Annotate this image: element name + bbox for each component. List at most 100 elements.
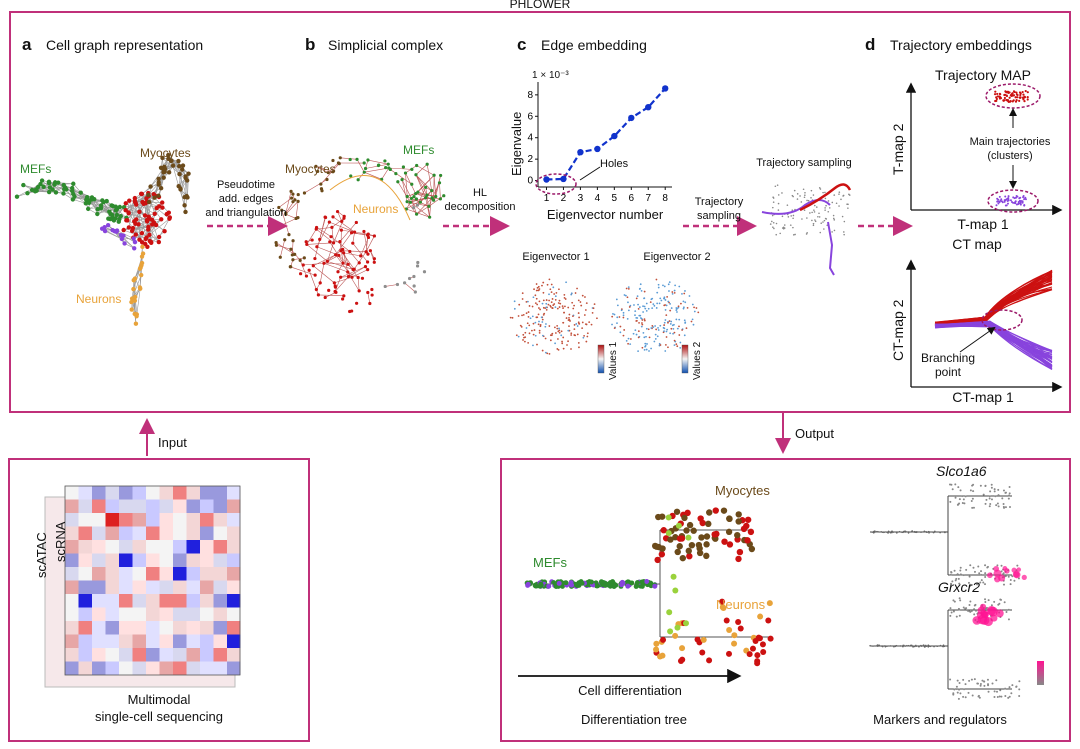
sample-point [843, 231, 845, 233]
graph-node [430, 196, 434, 200]
eigvec-point [539, 323, 542, 326]
tree-cell [686, 552, 693, 560]
eigvec-point [678, 318, 681, 321]
tmap-cluster-point [1015, 91, 1018, 94]
marker-cell [915, 645, 918, 647]
marker-cell [872, 645, 874, 647]
marker-cell [923, 530, 926, 533]
tree-cell [676, 543, 683, 550]
tmap-cluster-point [1007, 197, 1010, 200]
eigvec-point [613, 313, 616, 316]
marker-cell [988, 505, 991, 508]
graph-node [274, 243, 279, 247]
eigenvalue-point [543, 176, 550, 183]
graph-node [332, 281, 336, 285]
graph-node [336, 270, 340, 274]
graph-node [357, 261, 361, 265]
graph-edge [347, 271, 360, 292]
heatmap-cell [105, 486, 119, 500]
heatmap-cell [200, 621, 214, 635]
marker-cell [971, 694, 974, 697]
heatmap-cell [78, 513, 92, 527]
marker-cell [883, 531, 885, 534]
marker-cell [1002, 583, 1005, 586]
marker-cell [996, 690, 999, 693]
tmap-cluster-point [1026, 96, 1029, 99]
eigvec-point [588, 321, 591, 324]
eigvec-point [577, 342, 580, 344]
eigvec-point [682, 300, 685, 303]
heatmap-cell [92, 526, 106, 540]
eigvec-point [644, 307, 647, 310]
eigvec-point [669, 323, 672, 325]
eigvec-point [548, 299, 551, 302]
tree-cell [723, 617, 730, 624]
marker-cell [988, 495, 991, 498]
sample-point [815, 206, 818, 208]
eigvec-point [683, 319, 686, 322]
sample-point [847, 207, 849, 209]
marker-high-cell [993, 565, 1000, 572]
eigvec-point [695, 307, 698, 309]
sample-point [810, 189, 813, 192]
differentiation-arrow-label: Cell differentiation [578, 683, 682, 698]
graph-node [131, 278, 136, 283]
heatmap-cell [159, 567, 173, 581]
sample-point [822, 191, 824, 194]
sample-point [823, 228, 825, 230]
marker-cell [1007, 696, 1010, 699]
graph-edge [306, 244, 328, 262]
sample-point [777, 209, 780, 211]
eigvec-point [583, 314, 586, 316]
sample-point [771, 220, 773, 223]
tmap-cluster-point [1009, 199, 1012, 202]
graph-edge [332, 216, 355, 233]
marker-cell [959, 489, 962, 492]
heatmap-cell [132, 540, 146, 554]
eigvec-point [642, 331, 645, 334]
graph-edge [352, 231, 355, 244]
heatmap-cell [200, 594, 214, 608]
tree-cell [712, 507, 719, 514]
heatmap-cell [173, 607, 187, 621]
panel-c-title: Edge embedding [541, 37, 647, 53]
graph-node [89, 195, 94, 201]
eigvec-point [511, 316, 514, 319]
eigvec-point [539, 325, 542, 328]
tmap-cluster-point [1016, 96, 1019, 99]
graph-node [46, 189, 52, 195]
heatmap-cell [159, 621, 173, 635]
marker-cell [962, 574, 965, 577]
graph-edge [315, 166, 329, 173]
heatmap-cell [65, 567, 79, 581]
sample-point [841, 215, 844, 218]
tree-cell [735, 518, 742, 525]
marker-cell [950, 611, 953, 614]
tmap-cluster-point [999, 93, 1002, 96]
heatmap-cell [92, 661, 106, 675]
eigvec-point [581, 321, 584, 324]
graph-node [410, 167, 414, 171]
graph-node [414, 197, 418, 201]
graph-node [139, 191, 145, 197]
eigvec-point [677, 306, 680, 309]
simplicial-complex-network [274, 156, 446, 314]
graph-node [132, 246, 137, 251]
heatmap-cell [227, 567, 241, 581]
marker-high-cell [1021, 574, 1027, 580]
eigvec-point [623, 294, 626, 296]
graph-node [422, 270, 427, 274]
heatmap-cell [119, 648, 133, 662]
heatmap-cell [186, 553, 200, 567]
tmap-cluster-point [1026, 91, 1029, 94]
tree-cell [672, 587, 679, 594]
heatmap-cell [146, 486, 160, 500]
sample-point [781, 215, 784, 218]
tree-cell [653, 646, 660, 653]
eigvec-point [542, 291, 545, 294]
graph-node [355, 157, 359, 161]
graph-node [139, 272, 144, 278]
eigvec-point [554, 298, 557, 301]
tmap-cluster-point [999, 199, 1002, 202]
eigvec-point [586, 335, 589, 338]
